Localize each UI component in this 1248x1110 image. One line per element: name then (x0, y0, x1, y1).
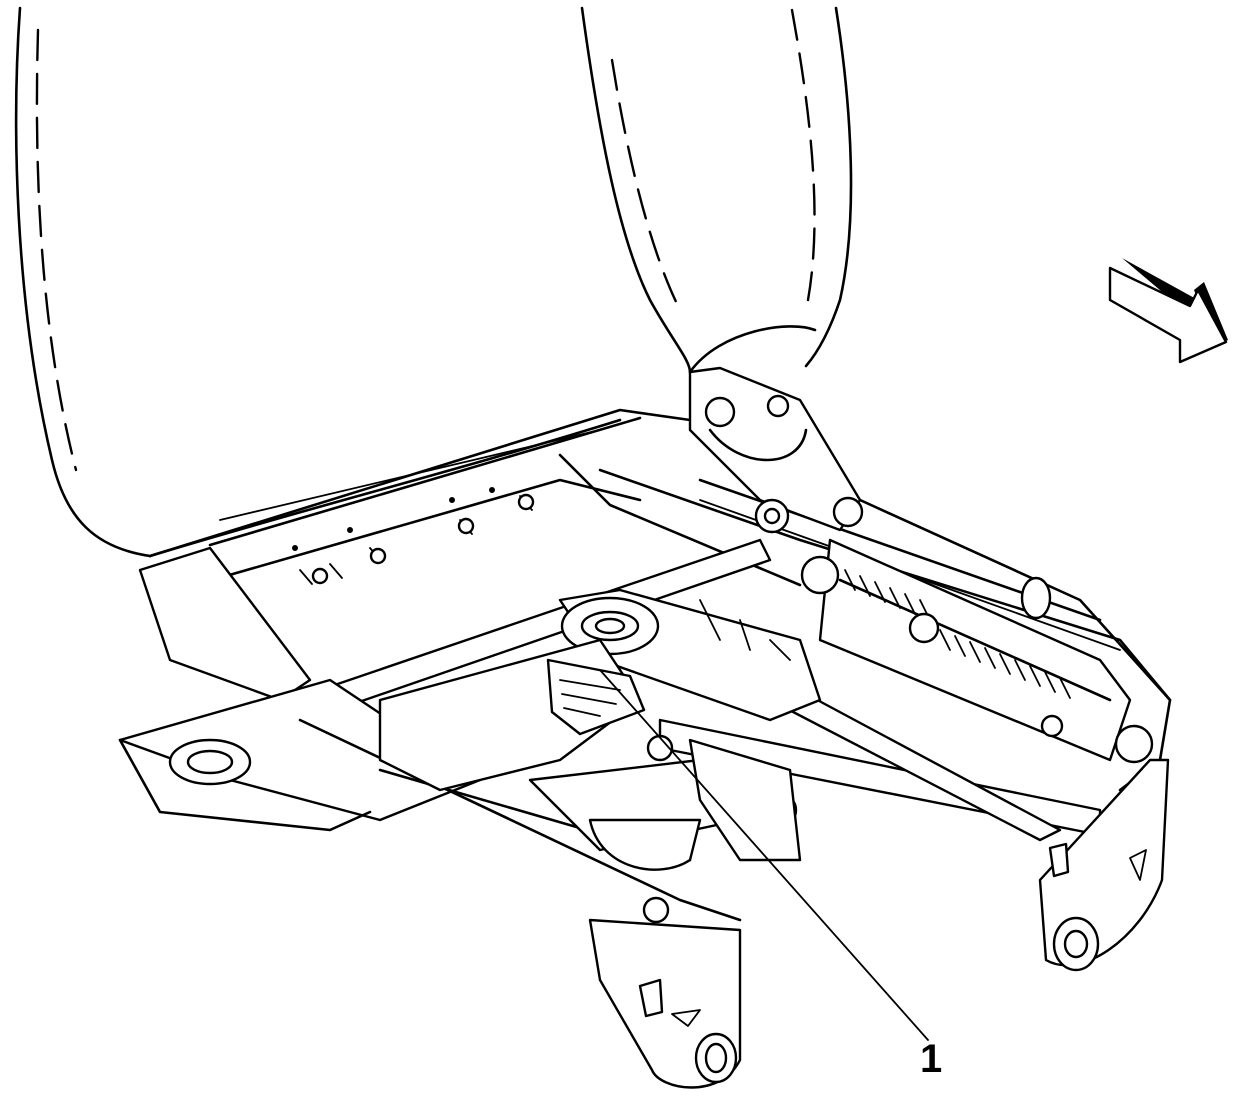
center-bracket (558, 588, 822, 722)
recliner-hinge (688, 366, 864, 534)
forward-direction-arrow-icon (1108, 258, 1228, 364)
left-seat-track (118, 546, 742, 922)
seat-back-cushion (14, 6, 853, 558)
callout-1-label: 1 (920, 1037, 942, 1081)
callout-1-leader-line (599, 669, 929, 1041)
right-seat-track (800, 538, 1154, 764)
motor-assembly (378, 638, 802, 924)
rear-leg-bracket (588, 918, 742, 1089)
front-leg-bracket (1038, 758, 1170, 972)
